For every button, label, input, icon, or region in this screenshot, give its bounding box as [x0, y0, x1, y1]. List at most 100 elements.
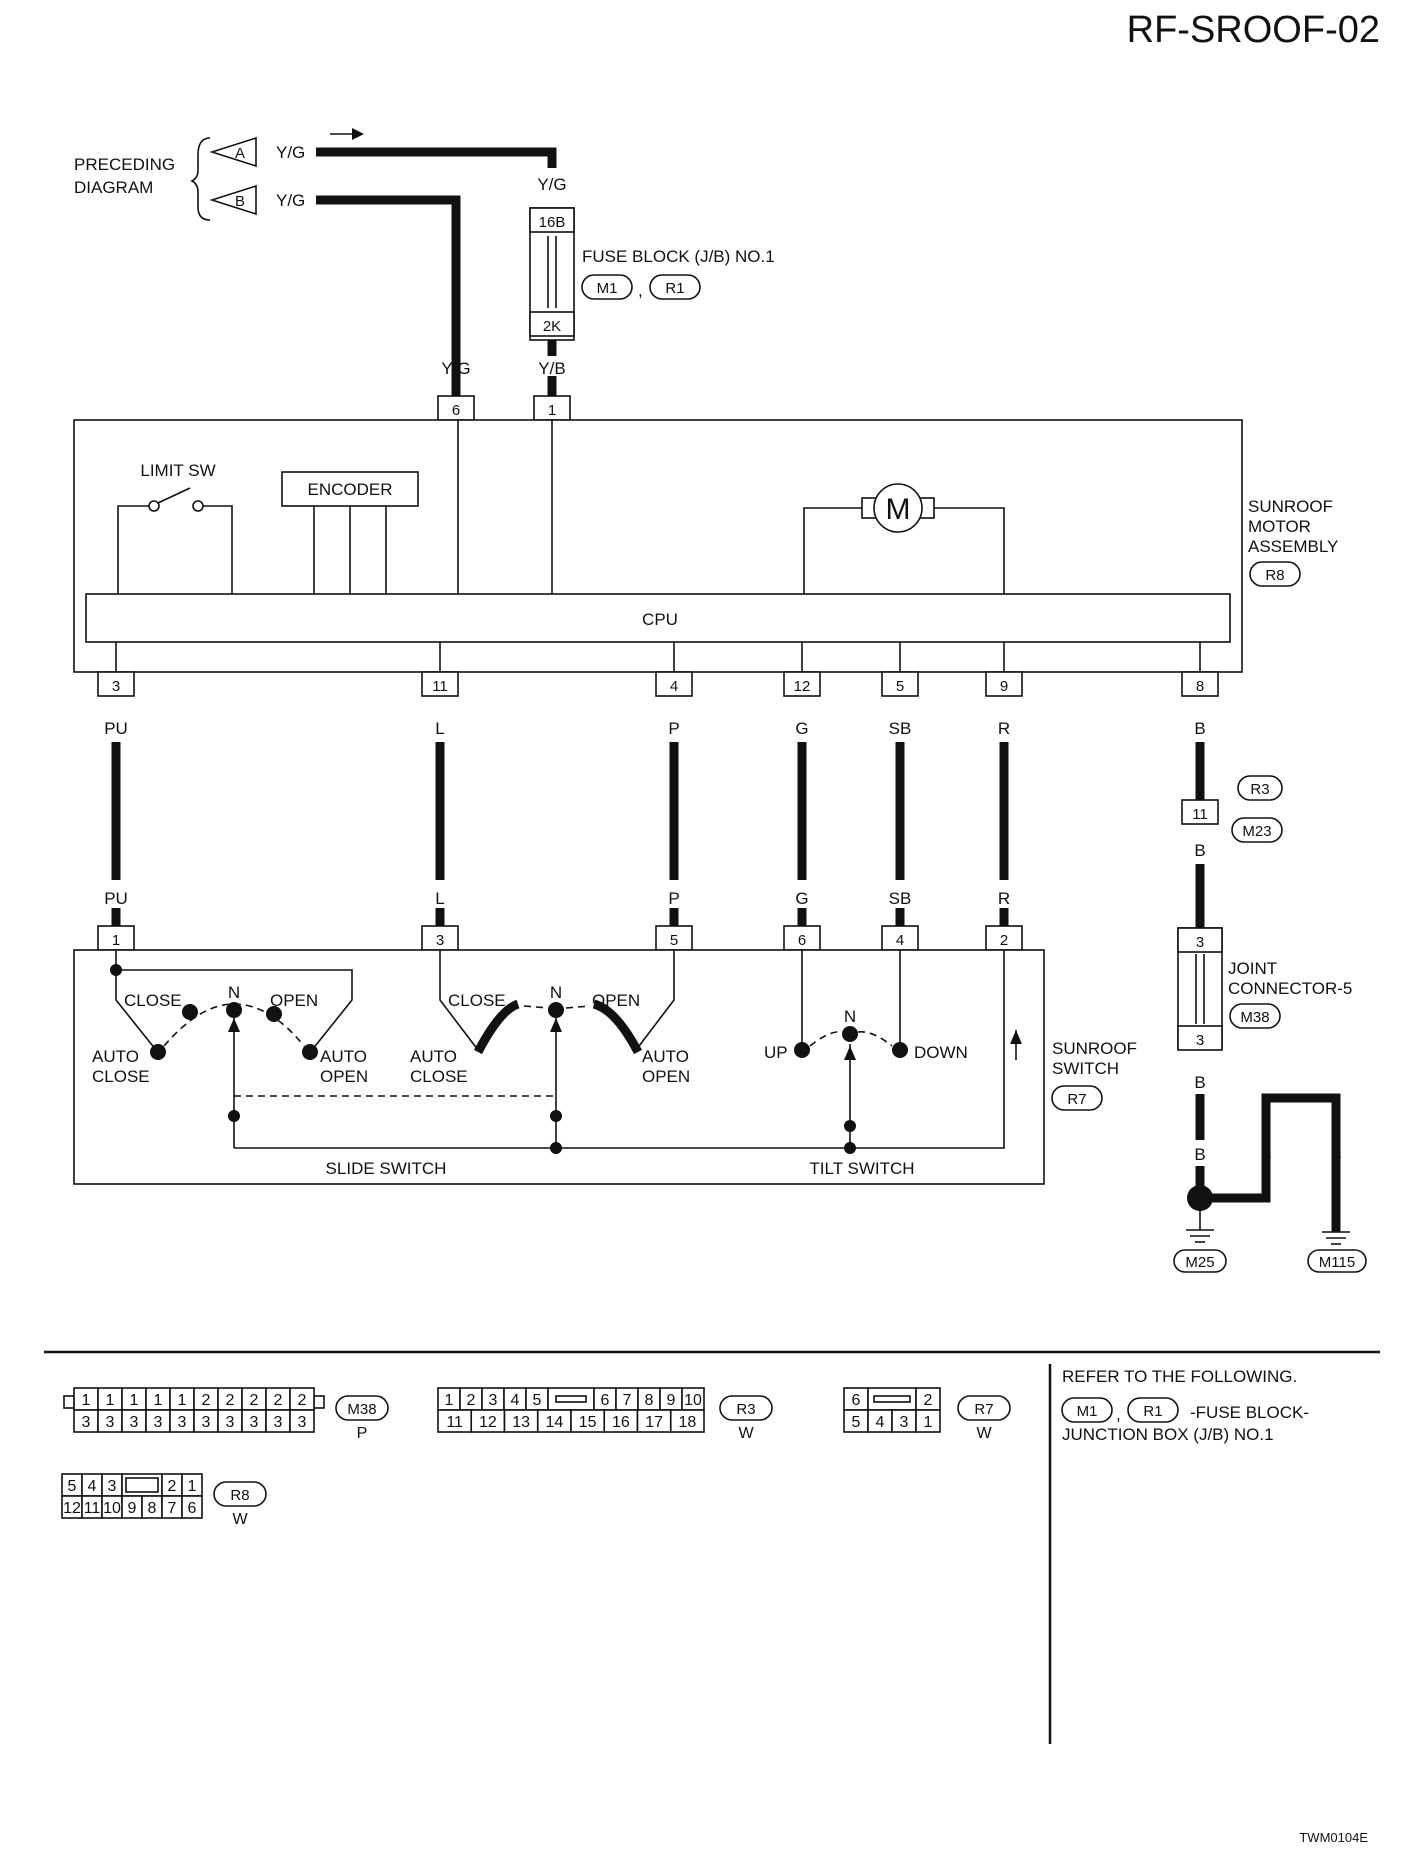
fuse-term-top-label: 16B — [539, 214, 566, 231]
slide1-close-contact — [182, 1004, 198, 1020]
switch-conn: R7 — [1067, 1091, 1086, 1108]
r8-color: W — [232, 1511, 248, 1528]
r3-top-right-cell-0-label: 6 — [601, 1392, 610, 1409]
limit-sw-label: LIMIT SW — [140, 461, 215, 480]
m38-bottom-cell-5-label: 3 — [202, 1414, 211, 1431]
r8-top-right-cell-1-label: 1 — [188, 1478, 197, 1495]
ground-m115-icon — [1322, 1231, 1350, 1245]
refer-conn-b: R1 — [1143, 1403, 1162, 1420]
switch-wire-color-r: R — [998, 889, 1010, 908]
wire-a-color: Y/G — [276, 143, 305, 162]
r3-id: R3 — [736, 1401, 755, 1418]
motor-pin-12 — [783, 671, 821, 697]
refer-conn-a-badge — [1061, 1397, 1113, 1423]
fuse-conn-b: R1 — [665, 280, 684, 297]
motor-pin-12-label: 12 — [794, 678, 811, 695]
top-pin-6 — [437, 395, 475, 421]
r8-top-left-cell-2-label: 3 — [108, 1478, 117, 1495]
switch-pin-2-label: 2 — [1000, 932, 1008, 949]
limit-sw-wire-left — [117, 505, 150, 594]
motor-pin-3-label: 3 — [112, 678, 120, 695]
motor-bottom-pins — [115, 642, 1201, 672]
m38-id: M38 — [347, 1401, 376, 1418]
r3-color: W — [738, 1425, 754, 1442]
r8-bottom-cell-1-label: 11 — [84, 1500, 101, 1517]
motor-label-1: SUNROOF — [1248, 497, 1333, 516]
r8-bottom-cell-3-label: 9 — [128, 1500, 137, 1517]
switch-pin-4-label: 4 — [896, 932, 904, 949]
ground-wire-branch — [1212, 1093, 1341, 1232]
joint-pin-top: 3 — [1196, 934, 1204, 951]
m38-bottom-cell-4-label: 3 — [178, 1414, 187, 1431]
m38-label: M38 — [1240, 1009, 1269, 1026]
joint-label-2: CONNECTOR-5 — [1228, 979, 1352, 998]
slide1-n-contact — [226, 1002, 242, 1018]
motor-icon — [873, 483, 923, 533]
ground-wire-color-3: B — [1194, 1145, 1205, 1164]
refer-conn-b-badge — [1127, 1397, 1179, 1423]
flow-arrow-icon — [1010, 1030, 1022, 1044]
motor-pin-11-label: 11 — [432, 678, 448, 695]
motor-wire-color-l: L — [435, 719, 444, 738]
m25-badge — [1173, 1249, 1227, 1273]
r3-top-left-cell-0-label: 1 — [445, 1392, 454, 1409]
refer-conn-a: M1 — [1077, 1403, 1098, 1420]
top-pin-wire-1: Y/B — [538, 359, 565, 378]
m38-bottom-cell-9-label: 3 — [298, 1414, 307, 1431]
top-pin-6-label: 6 — [452, 402, 460, 419]
motor-pin-3 — [97, 671, 135, 697]
m38-bottom-cell-1-label: 3 — [106, 1414, 115, 1431]
refer-title: REFER TO THE FOLLOWING. — [1062, 1367, 1297, 1386]
fuse-conn-b-badge — [649, 274, 701, 300]
slide1-auto-open-label-2: OPEN — [320, 1067, 368, 1086]
m38-top-cell-6-label: 2 — [226, 1392, 235, 1409]
switch-pin-1 — [97, 925, 135, 951]
r7-id: R7 — [974, 1401, 993, 1418]
motor-conn-badge — [1249, 561, 1301, 587]
motor-conn: R8 — [1265, 567, 1284, 584]
preceding-label-1: PRECEDING — [74, 155, 175, 174]
switch-pin-5-label: 5 — [670, 932, 678, 949]
r7-bottom-cell-2-label: 3 — [900, 1414, 909, 1431]
preceding-brace — [190, 137, 211, 221]
arrow-a-icon — [209, 136, 257, 168]
r8-top-right-cell-0-label: 2 — [168, 1478, 177, 1495]
motor-wire-color-b: B — [1194, 719, 1205, 738]
switch-pin-4 — [881, 925, 919, 951]
m38-bottom-cell-8-label: 3 — [274, 1414, 283, 1431]
arrow-b-label: B — [235, 193, 245, 210]
motor-label-3: ASSEMBLY — [1248, 537, 1338, 556]
motor-pin-9-label: 9 — [1000, 678, 1008, 695]
slide2-open-contact-bar — [592, 999, 642, 1055]
fuse-term-top — [529, 207, 575, 233]
slide2-n-label: N — [550, 983, 562, 1002]
slide2-auto-open-label-1: AUTO — [642, 1047, 689, 1066]
refer-sep: , — [1116, 1405, 1121, 1424]
cpu-box — [85, 593, 1231, 643]
r8-top-left-cell-0-label: 5 — [68, 1478, 77, 1495]
image-code: TWM0104E — [1299, 1830, 1368, 1845]
r7-badge — [957, 1395, 1011, 1421]
motor-symbol: M — [886, 493, 911, 526]
fuse-term-bottom — [529, 311, 575, 337]
m38-top-cell-7-label: 2 — [250, 1392, 259, 1409]
m38-bottom-cell-6-label: 3 — [226, 1414, 235, 1431]
slide2-auto-close-label-2: CLOSE — [410, 1067, 468, 1086]
r3-bottom-cell-0-label: 11 — [446, 1414, 463, 1431]
fuse-conn-a-badge — [581, 274, 633, 300]
slide1-close-label: CLOSE — [124, 991, 182, 1010]
r3-label: R3 — [1250, 781, 1269, 798]
joint-label-1: JOINT — [1228, 959, 1277, 978]
ground-wire-color-1: B — [1194, 841, 1205, 860]
switch-pin-1-label: 1 — [112, 932, 120, 949]
r7-bottom-cell-0-label: 5 — [852, 1414, 861, 1431]
switch-wire-color-pu: PU — [104, 889, 128, 908]
cpu-label: CPU — [642, 610, 678, 629]
slide1-auto-open-contact — [302, 1044, 318, 1060]
r7-bottom-cell-3 — [915, 1409, 941, 1433]
m115-label: M115 — [1319, 1254, 1355, 1271]
motor-wire-color-pu: PU — [104, 719, 128, 738]
r3-bottom-cell-5-label: 16 — [612, 1414, 630, 1431]
m38-top-cell-3-label: 1 — [154, 1392, 163, 1409]
